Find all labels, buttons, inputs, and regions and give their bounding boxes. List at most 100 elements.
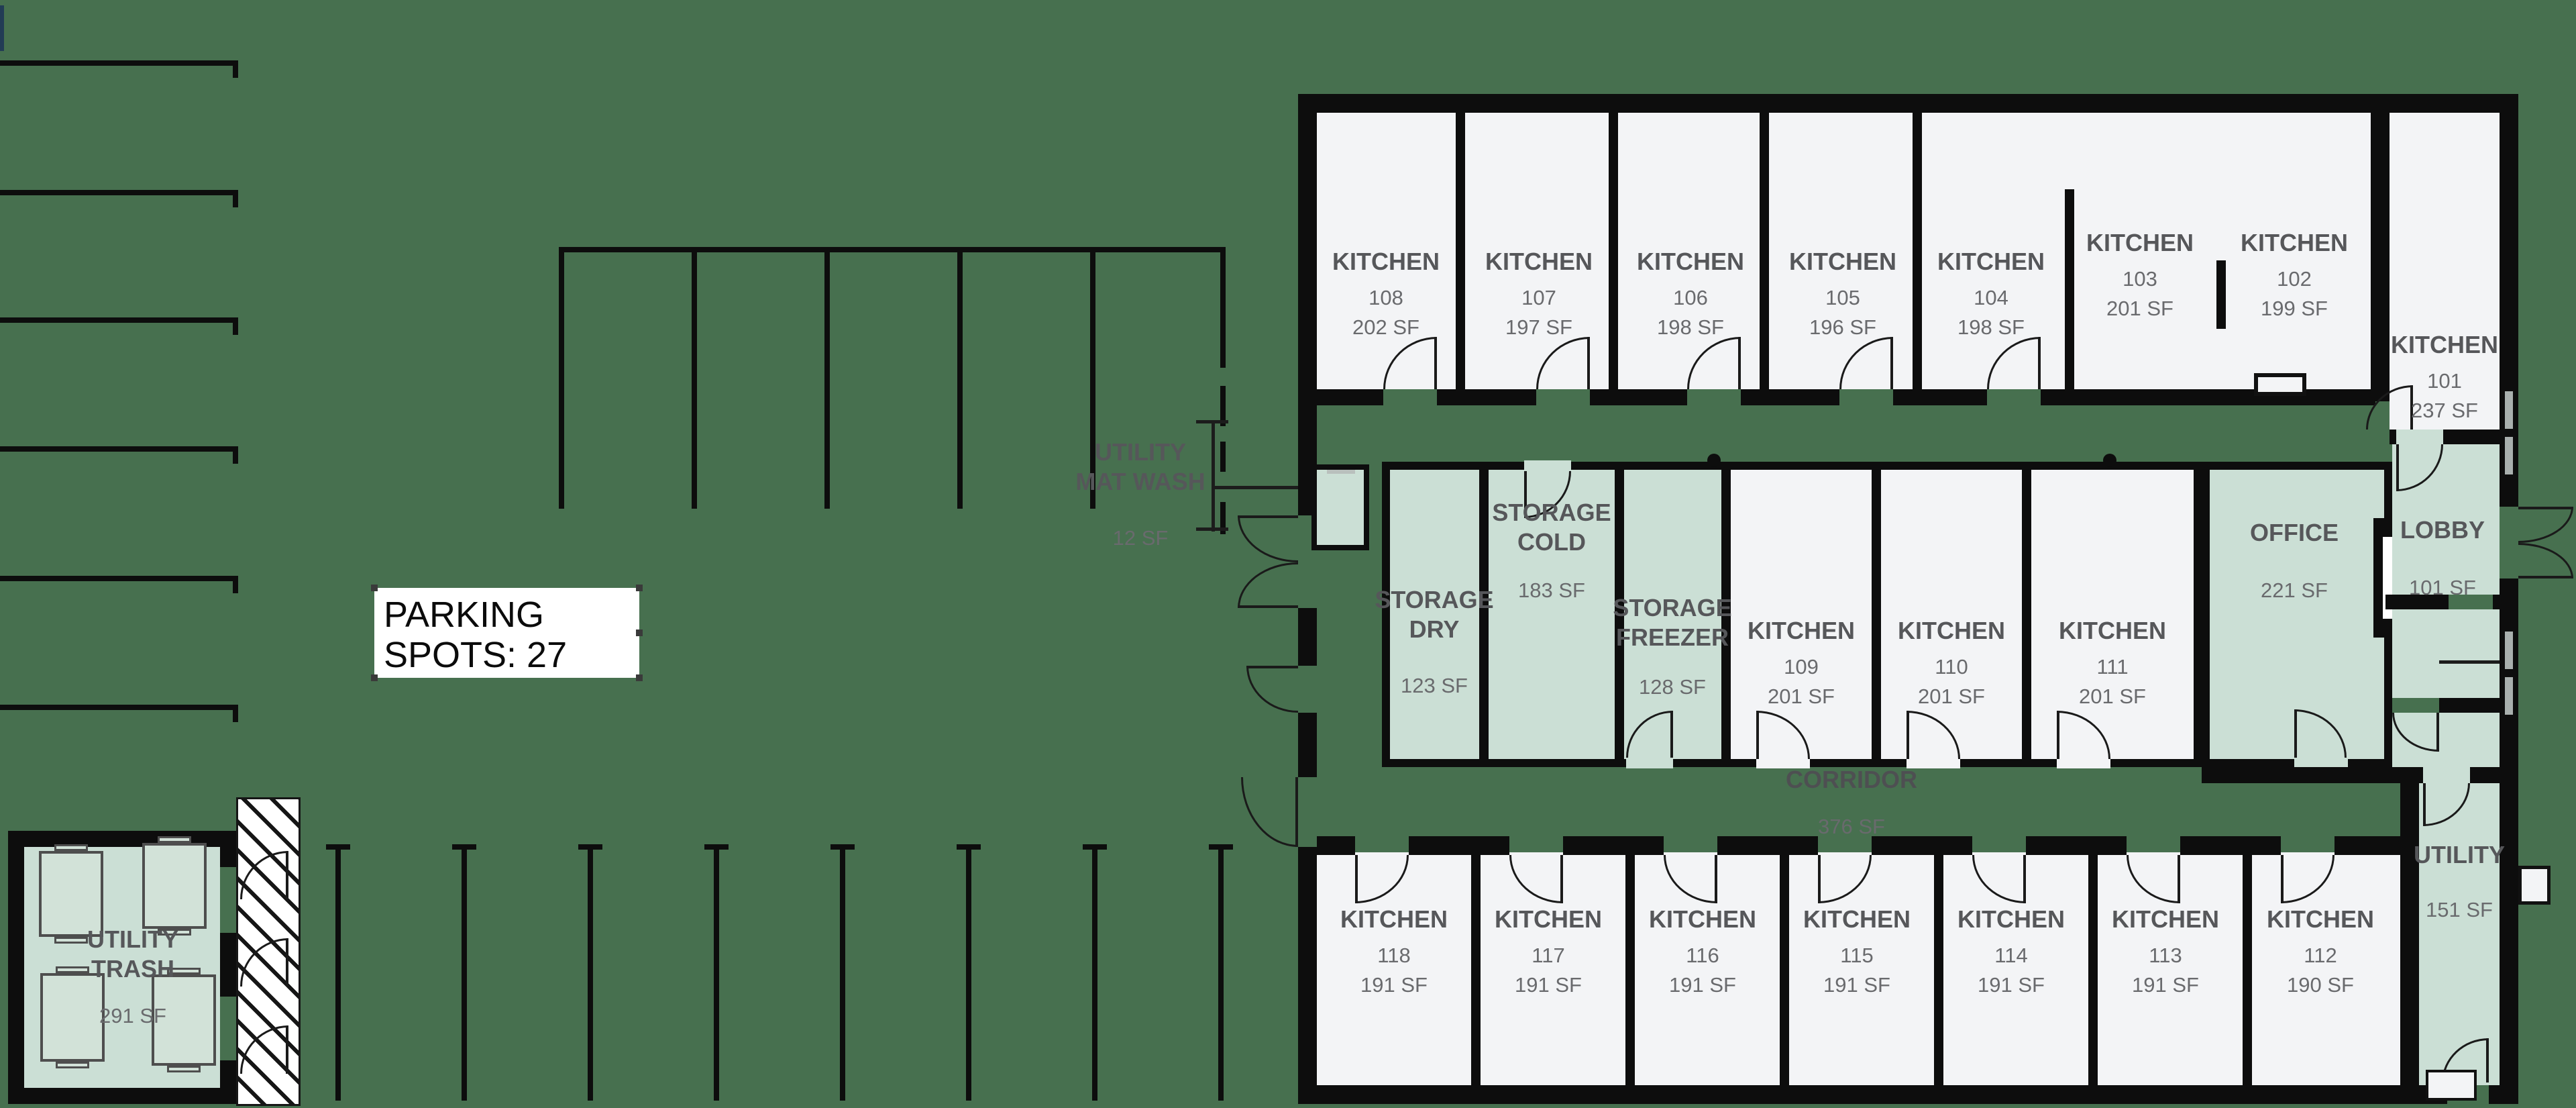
trash-wall-stub <box>220 1060 236 1088</box>
parking-stripe-cap <box>957 844 981 850</box>
mop-sink-fixture <box>2426 1070 2477 1101</box>
room-kitchen-109[interactable] <box>1731 470 1872 759</box>
room-label-storage-dry[interactable]: STORAGE DRY 123 SF <box>1360 585 1508 698</box>
dumpster-tab <box>56 1062 89 1068</box>
room-kitchen-111[interactable] <box>2031 470 2194 759</box>
room-label-mat-wash: UTILITY MAT WASH 12 SF <box>1067 438 1214 550</box>
room-label-office[interactable]: OFFICE 221 SF <box>2220 518 2368 603</box>
interior-wall <box>2202 767 2419 783</box>
kitchen-divider-wall <box>1471 852 1481 1085</box>
room-area: 237 SF <box>2411 399 2478 422</box>
room-label-kitchen-114[interactable]: KITCHEN 114 191 SF <box>1937 905 2085 997</box>
room-label-kitchen-112[interactable]: KITCHEN 112 190 SF <box>2247 905 2394 997</box>
room-label-utility-trash: UTILITY TRASH 291 SF <box>59 925 207 1028</box>
room-area: 12 SF <box>1112 526 1169 550</box>
parking-stripe-cap <box>1083 844 1107 850</box>
room-storage-dry[interactable] <box>1390 470 1479 759</box>
parking-stripe <box>462 847 467 1101</box>
parking-stripe-cap <box>233 60 238 78</box>
door-opening <box>2294 759 2348 768</box>
selection-handle[interactable] <box>636 585 643 591</box>
room-name: KITCHEN <box>1898 617 2005 644</box>
room-number: 115 <box>1840 944 1874 967</box>
room-label-kitchen-116[interactable]: KITCHEN 116 191 SF <box>1629 905 1776 997</box>
room-label-kitchen-113[interactable]: KITCHEN 113 191 SF <box>2092 905 2239 997</box>
room-label-storage-freezer[interactable]: STORAGE FREEZER 128 SF <box>1599 593 1746 699</box>
room-area: 183 SF <box>1518 578 1585 602</box>
room-label-kitchen-118[interactable]: KITCHEN 118 191 SF <box>1320 905 1468 997</box>
room-label-kitchen-103[interactable]: KITCHEN 103 201 SF <box>2066 228 2214 321</box>
room-block-kitchens-bottom[interactable] <box>1317 852 2400 1085</box>
room-name: KITCHEN <box>1637 248 1744 275</box>
room-label-utility[interactable]: UTILITY 151 SF <box>2385 840 2533 922</box>
room-mat-wash[interactable] <box>1317 470 1364 545</box>
interior-wall <box>2041 389 2375 405</box>
room-name: UTILITY <box>87 925 178 953</box>
room-name: FREEZER <box>1615 623 1729 651</box>
trash-wall-left <box>8 831 24 1104</box>
selection-handle[interactable] <box>371 585 378 591</box>
interior-wall <box>1872 836 1972 855</box>
room-label-lobby[interactable]: LOBBY 101 SF <box>2369 515 2516 600</box>
dumpster-tab <box>54 844 88 851</box>
room-label-kitchen-110[interactable]: KITCHEN 110 201 SF <box>1878 616 2025 709</box>
door-opening <box>2423 767 2470 783</box>
column-dot <box>1707 454 1721 467</box>
parking-stripe-cap <box>326 844 350 850</box>
room-number: 105 <box>1825 286 1860 309</box>
room-label-kitchen-109[interactable]: KITCHEN 109 201 SF <box>1727 616 1875 709</box>
room-area: 201 SF <box>1918 685 1985 708</box>
room-area: 123 SF <box>1401 674 1468 697</box>
room-storage-cold[interactable] <box>1489 470 1615 759</box>
room-name: KITCHEN <box>1789 248 1896 275</box>
window <box>2505 391 2513 429</box>
kitchen-divider-wall <box>2088 852 2098 1085</box>
kitchen-divider-wall <box>2371 113 2390 401</box>
room-number: 102 <box>2277 267 2312 291</box>
room-area: 221 SF <box>2261 578 2328 602</box>
room-label-kitchen-107[interactable]: KITCHEN 107 197 SF <box>1465 247 1613 340</box>
room-block-kitchens-top[interactable] <box>1317 113 2375 389</box>
room-name: KITCHEN <box>1748 617 1855 644</box>
room-label-kitchen-105[interactable]: KITCHEN 105 196 SF <box>1769 247 1917 340</box>
parking-stripe <box>957 247 963 509</box>
kitchen-divider-wall <box>1760 113 1769 389</box>
room-vestibule[interactable] <box>2392 609 2500 698</box>
exterior-wall-top <box>1298 94 2518 113</box>
room-number: 106 <box>1673 286 1708 309</box>
room-label-kitchen-115[interactable]: KITCHEN 115 191 SF <box>1783 905 1931 997</box>
room-number: 109 <box>1784 655 1819 678</box>
kitchen-divider-wall <box>1780 852 1789 1085</box>
room-label-kitchen-108[interactable]: KITCHEN 108 202 SF <box>1312 247 1460 340</box>
exterior-wall-bottom <box>1298 1085 2518 1104</box>
room-label-kitchen-106[interactable]: KITCHEN 106 198 SF <box>1617 247 1764 340</box>
room-label-storage-cold[interactable]: STORAGE COLD 183 SF <box>1478 498 1625 603</box>
selection-handle[interactable] <box>371 674 378 681</box>
room-label-corridor: CORRIDOR 376 SF <box>1778 765 1925 839</box>
parking-stripe <box>0 190 238 195</box>
dumpster <box>152 974 216 1066</box>
room-label-kitchen-104[interactable]: KITCHEN 104 198 SF <box>1917 247 2065 340</box>
room-kitchen-101[interactable] <box>2390 113 2500 430</box>
interior-wall <box>2443 430 2500 444</box>
room-utility[interactable] <box>2419 783 2500 1085</box>
kitchen-divider-wall <box>1625 852 1635 1085</box>
parking-stripe-cap <box>233 705 238 722</box>
room-label-kitchen-117[interactable]: KITCHEN 117 191 SF <box>1474 905 1622 997</box>
room-name: KITCHEN <box>1485 248 1593 275</box>
exterior-wall-left <box>1298 713 1317 777</box>
parking-annotation-box[interactable] <box>374 588 639 678</box>
parking-annotation-line1: PARKING <box>384 595 545 635</box>
exterior-wall-left <box>1298 608 1317 666</box>
room-label-kitchen-101[interactable]: KITCHEN 101 237 SF <box>2371 330 2518 423</box>
edge-tick <box>0 5 4 51</box>
parking-stripe <box>824 247 830 509</box>
room-label-kitchen-111[interactable]: KITCHEN 111 201 SF <box>2039 616 2186 709</box>
room-label-kitchen-102[interactable]: KITCHEN 102 199 SF <box>2220 228 2368 321</box>
dimension-line <box>1212 486 1319 489</box>
selection-handle[interactable] <box>636 629 643 636</box>
mat-wash-door-mark <box>1327 470 1355 474</box>
selection-handle[interactable] <box>636 674 643 681</box>
room-kitchen-110[interactable] <box>1881 470 2022 759</box>
parking-stripe <box>840 847 845 1101</box>
